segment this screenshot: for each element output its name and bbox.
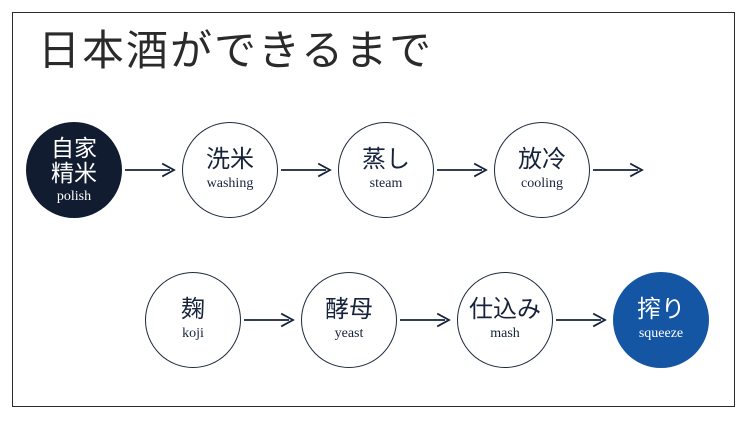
process-step-squeeze-jp: 搾り xyxy=(637,297,685,324)
process-step-washing-en: washing xyxy=(206,176,254,192)
process-step-polish[interactable]: 自家 精米 polish xyxy=(26,122,122,218)
process-step-squeeze-en: squeeze xyxy=(638,326,684,342)
process-step-yeast[interactable]: 酵母 yeast xyxy=(301,272,397,368)
process-step-koji-jp: 麹 xyxy=(181,297,205,324)
process-step-polish-jp: 自家 精米 xyxy=(51,135,97,187)
process-step-steam-en: steam xyxy=(369,176,403,192)
process-step-washing[interactable]: 洗米 washing xyxy=(182,122,278,218)
process-step-cooling-jp: 放冷 xyxy=(518,147,566,174)
process-step-mash[interactable]: 仕込み mash xyxy=(457,272,553,368)
process-step-yeast-en: yeast xyxy=(334,326,364,342)
process-flow-row-2: 麹 koji 酵母 yeast 仕込み mash xyxy=(145,272,709,368)
process-step-koji-en: koji xyxy=(182,326,204,342)
arrow-right-icon-continuation xyxy=(590,157,650,183)
arrow-right-icon xyxy=(241,307,301,333)
process-step-steam[interactable]: 蒸し steam xyxy=(338,122,434,218)
process-step-mash-en: mash xyxy=(490,326,520,342)
process-step-squeeze[interactable]: 搾り squeeze xyxy=(613,272,709,368)
process-step-mash-jp: 仕込み xyxy=(469,297,541,324)
process-step-koji[interactable]: 麹 koji xyxy=(145,272,241,368)
process-step-steam-jp: 蒸し xyxy=(362,147,410,174)
page-title: 日本酒ができるまで xyxy=(38,29,434,75)
process-flow-row-1: 自家 精米 polish 洗米 washing 蒸し steam xyxy=(26,122,650,218)
process-step-polish-en: polish xyxy=(56,189,92,205)
arrow-right-icon xyxy=(553,307,613,333)
process-step-yeast-jp: 酵母 xyxy=(325,297,373,324)
process-step-washing-jp: 洗米 xyxy=(206,147,254,174)
arrow-right-icon xyxy=(397,307,457,333)
arrow-right-icon xyxy=(434,157,494,183)
arrow-right-icon xyxy=(122,157,182,183)
process-step-cooling[interactable]: 放冷 cooling xyxy=(494,122,590,218)
process-step-cooling-en: cooling xyxy=(521,176,563,192)
arrow-right-icon xyxy=(278,157,338,183)
